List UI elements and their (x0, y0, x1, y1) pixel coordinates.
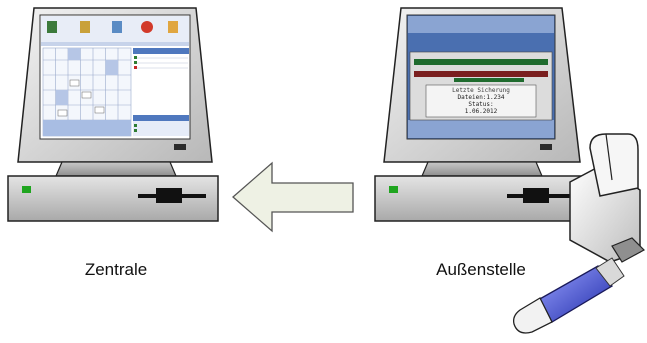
remote-screen-line-3: Status: (468, 101, 493, 108)
left-computer-icon (7, 7, 219, 222)
right-computer-icon: Letzte Sicherung Dateien:1.234 Status: 1… (374, 7, 588, 222)
right-screen: Letzte Sicherung Dateien:1.234 Status: 1… (406, 14, 556, 140)
remote-screen-line-2: Dateien:1.234 (458, 94, 505, 101)
drive-slot-icon (156, 188, 182, 203)
drive-slot-icon (523, 188, 549, 203)
usb-stick-icon (512, 257, 625, 334)
remote-screen-line-4: 1.06.2012 (465, 108, 498, 115)
left-screen (39, 14, 191, 140)
caption-zentrale: Zentrale (85, 260, 147, 279)
external-drive-icon (569, 133, 645, 263)
power-led-icon (22, 186, 31, 193)
caption-aussenstelle: Außenstelle (436, 260, 526, 279)
power-led-icon (389, 186, 398, 193)
remote-screen-line-1: Letzte Sicherung (452, 87, 510, 94)
left-arrow-icon (232, 161, 354, 233)
